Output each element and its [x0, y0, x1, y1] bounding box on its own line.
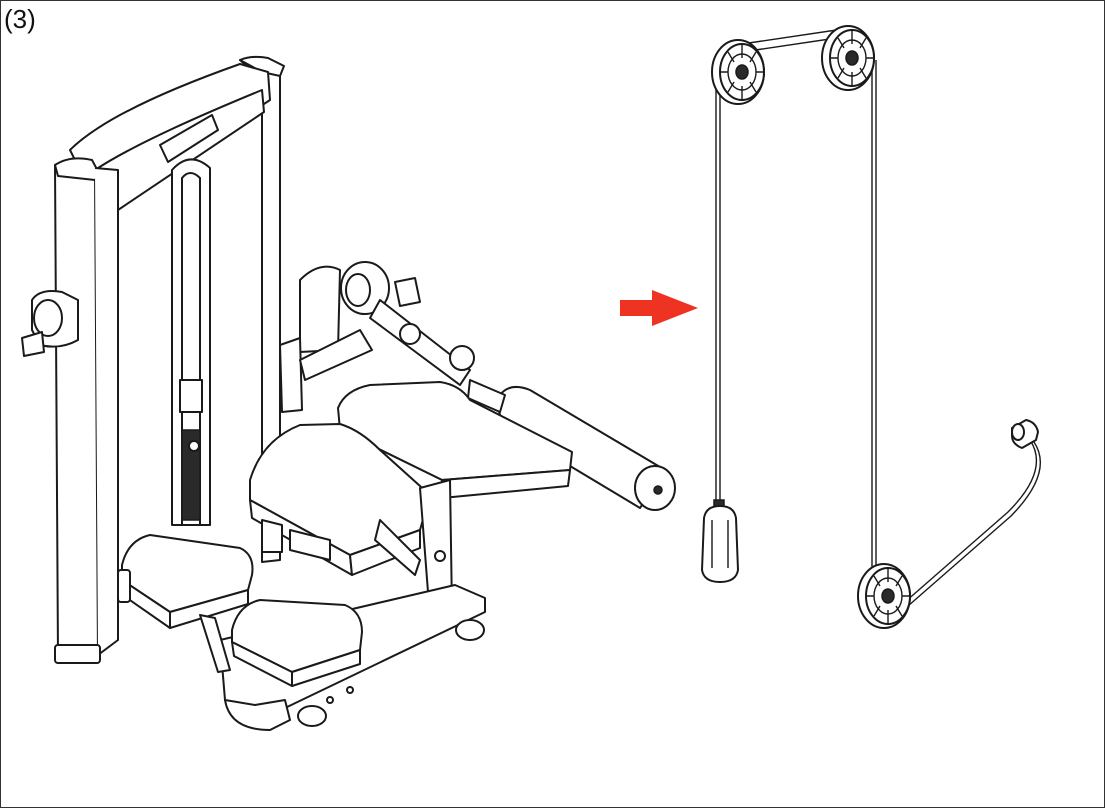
leg-pivot-arm: [279, 261, 475, 413]
seat-frame: [261, 479, 453, 619]
handle-hook: [21, 290, 79, 357]
pulley-bottom: [857, 563, 911, 629]
back-pad: [337, 381, 573, 499]
right-foot-platform: [199, 599, 363, 687]
leg-extension-machine: [21, 55, 676, 731]
cable-weight-end: [701, 499, 739, 583]
step-label: (3): [4, 4, 36, 34]
right-arrow-icon: [620, 290, 698, 326]
pulley-top-left: [711, 39, 765, 105]
ankle-roller-pad: [467, 379, 676, 511]
cable-end-stopper: [1011, 419, 1039, 449]
cable: [715, 27, 1042, 607]
cable-pulley-assembly: [701, 25, 1042, 629]
weight-stack: [171, 158, 211, 526]
pulley-top-right: [821, 25, 875, 91]
top-hood: [69, 63, 271, 211]
left-foot-platform: [117, 534, 254, 629]
front-upright: [54, 157, 119, 664]
